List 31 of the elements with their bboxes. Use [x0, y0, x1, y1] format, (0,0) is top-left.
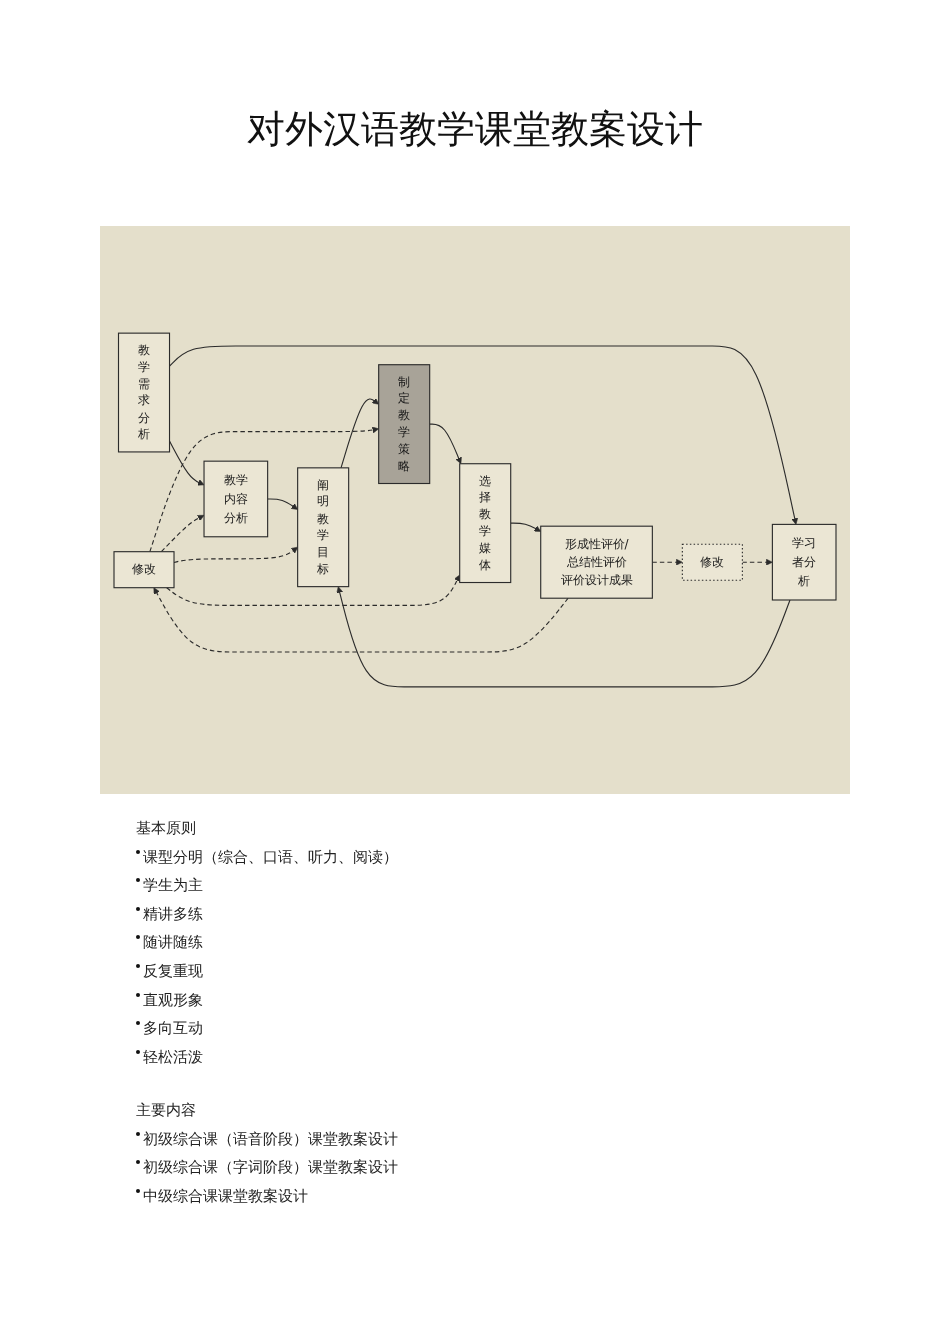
- arrow: [153, 587, 569, 653]
- list-item: 反复重现: [143, 962, 203, 981]
- arrow: [267, 498, 298, 510]
- list-item: 精讲多练: [143, 904, 203, 924]
- list-item: 初级综合课（语音阶段）课堂教案设计: [143, 1129, 398, 1149]
- arrow: [160, 515, 205, 553]
- list-item: 直观形象: [143, 990, 203, 1010]
- list-item: 学生为主: [143, 876, 203, 896]
- list-item: 中级综合课课堂教案设计: [143, 1186, 308, 1206]
- process-box: 修改: [681, 543, 743, 581]
- list-item: 初级综合课（字词阶段）课堂教案设计: [143, 1158, 398, 1178]
- process-box: 形成性评价/总结性评价 评价设计成果: [540, 525, 653, 599]
- arrow: [510, 522, 541, 532]
- section-heading: 主要内容: [136, 1101, 196, 1120]
- list-item: 随讲随练: [143, 933, 203, 953]
- process-box: 教学内容分析: [203, 460, 269, 538]
- arrow: [340, 397, 379, 469]
- title: 对外汉语教学课堂教案设计: [247, 107, 703, 151]
- process-box: 修改: [113, 551, 175, 589]
- section-heading: 基本原则: [136, 819, 196, 838]
- arrow: [149, 426, 379, 553]
- list-item: 轻松活泼: [143, 1047, 203, 1067]
- arrow: [336, 586, 791, 688]
- list-item: 课型分明（综合、口语、听力、阅读）: [143, 847, 398, 867]
- process-box: 阐明教学目标: [297, 467, 350, 588]
- process-box: 学习者分析: [771, 523, 837, 601]
- list-item: 多向互动: [143, 1019, 203, 1039]
- process-box: 教学需求分析: [117, 332, 171, 453]
- process-box: 选择教学媒体: [459, 463, 512, 584]
- arrow: [429, 423, 462, 464]
- process-box: 制定教学策略: [378, 364, 431, 485]
